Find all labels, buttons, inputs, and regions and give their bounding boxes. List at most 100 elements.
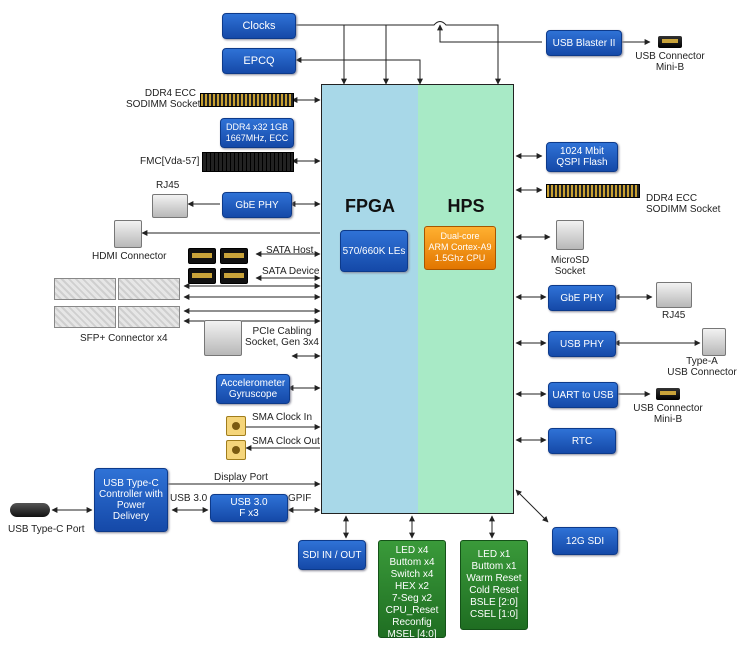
sata-device-image-1: [188, 268, 216, 284]
sma-clock-out-label: SMA Clock Out: [252, 436, 320, 447]
label-line: PCIe Cabling: [252, 326, 312, 337]
usb-mini-b-label-2: USB Connector Mini-B: [630, 403, 706, 425]
label-line: CPU_Reset: [385, 605, 439, 616]
label-line: Delivery: [112, 511, 150, 522]
hps-cpu-box: Dual-core ARM Cortex-A9 1.5Ghz CPU: [424, 226, 496, 270]
usb-type-c-port-label: USB Type-C Port: [8, 524, 85, 535]
label-line: 1667MHz, ECC: [225, 133, 289, 143]
sfp-cage-image-4: [118, 306, 180, 328]
type-a-connector-image: [702, 328, 726, 356]
label-line: Power: [116, 500, 146, 511]
label-line: MSEL [4:0]: [387, 629, 437, 640]
pcie-label: PCIe Cabling Socket, Gen 3x4: [244, 326, 320, 348]
label-line: CSEL [1:0]: [470, 609, 518, 620]
label-line: Controller with: [99, 489, 163, 500]
label-line: QSPI Flash: [556, 157, 608, 168]
label-line: Type-A: [686, 356, 718, 367]
label-line: Mini-B: [653, 414, 683, 425]
fpga-region: [322, 85, 418, 514]
ddr4-socket-right-label: DDR4 ECC SODIMM Socket: [646, 193, 720, 215]
hdmi-label: HDMI Connector: [92, 251, 167, 262]
label-line: Mini-B: [655, 62, 685, 73]
label-line: Accelerometer: [220, 378, 286, 389]
usb-type-c-port-image: [10, 503, 50, 517]
label-line: Buttom x4: [389, 557, 435, 568]
hps-cpu-line: 1.5Ghz CPU: [434, 253, 486, 263]
label-line: USB Connector: [635, 51, 705, 62]
sata-host-image-2: [220, 248, 248, 264]
label-line: USB 3.0: [230, 497, 268, 508]
label-line: USB Type-C: [103, 478, 159, 489]
label-line: LED x4: [395, 545, 429, 556]
sma-clock-out-image: [226, 440, 246, 460]
label-line: DDR4 x32 1GB: [225, 122, 289, 132]
label-line: HEX x2: [395, 581, 429, 592]
sfp-cage-image-3: [54, 306, 116, 328]
label-line: DDR4 ECC: [144, 88, 196, 99]
fpga-les-box: 570/660K LEs: [340, 230, 408, 272]
usb-phy-box: USB PHY: [548, 331, 616, 357]
type-a-label: Type-A USB Connector: [660, 356, 744, 378]
usb-mini-b-label-1: USB Connector Mini-B: [632, 51, 708, 73]
hps-io-box: LED x1 Buttom x1 Warm Reset Cold Reset B…: [460, 540, 528, 630]
rtc-box: RTC: [548, 428, 616, 454]
sata-host-label: SATA Host: [266, 245, 314, 256]
label-line: Socket, Gen 3x4: [245, 337, 319, 348]
microsd-socket-image: [556, 220, 584, 250]
sata-device-image-2: [220, 268, 248, 284]
sfp-cage-image-1: [54, 278, 116, 300]
fmc-label: FMC[Vda-57]: [140, 156, 200, 167]
label-line: USB Connector: [633, 403, 703, 414]
fmc-connector-image: [202, 152, 294, 172]
sata-host-image-1: [188, 248, 216, 264]
ddr4-sodimm-right-image: [546, 184, 640, 198]
label-line: F x3: [239, 508, 259, 519]
hps-cpu-line: ARM Cortex-A9: [428, 242, 492, 252]
microsd-label: MicroSD Socket: [542, 255, 598, 277]
display-port-label: Display Port: [214, 472, 268, 483]
label-line: USB Connector: [667, 367, 737, 378]
sfp-label: SFP+ Connector x4: [80, 333, 168, 344]
gpif-label: GPIF: [288, 493, 312, 504]
label-line: Reconfig: [392, 617, 432, 628]
sdi-12g-box: 12G SDI: [552, 527, 618, 555]
label-line: LED x1: [477, 549, 511, 560]
gbe-phy-right-box: GbE PHY: [548, 285, 616, 311]
hps-title: HPS: [447, 196, 485, 216]
label-line: Warm Reset: [466, 573, 522, 584]
hdmi-connector-image: [114, 220, 142, 248]
label-line: Socket: [554, 266, 586, 277]
label-line: MicroSD: [550, 255, 590, 266]
usb-mini-b-image-1: [658, 36, 682, 48]
rj45-left-image: [152, 194, 188, 218]
ddr4-sodimm-left-image: [200, 93, 294, 107]
hps-cpu-line: Dual-core: [440, 231, 480, 241]
usb-mini-b-image-2: [656, 388, 680, 400]
label-line: 1024 Mbit: [560, 146, 604, 157]
uart-to-usb-box: UART to USB: [548, 382, 618, 408]
label-line: 7-Seg x2: [391, 593, 433, 604]
label-line: DDR4 ECC: [646, 193, 698, 204]
label-line: SODIMM Socket: [126, 99, 201, 110]
epcq-box: EPCQ: [222, 48, 296, 74]
chip-border: [321, 84, 514, 514]
sfp-cage-image-2: [118, 278, 180, 300]
label-line: BSLE [2:0]: [470, 597, 518, 608]
label-line: Buttom x1: [471, 561, 517, 572]
sma-clock-in-label: SMA Clock In: [252, 412, 313, 423]
hps-region: [418, 85, 514, 514]
rj45-right-image: [656, 282, 692, 308]
fpga-title: FPGA: [344, 196, 395, 216]
sata-device-label: SATA Device: [262, 266, 320, 277]
label-line: Gyruscope: [228, 389, 278, 400]
rj45-left-label: RJ45: [156, 180, 180, 191]
gbe-phy-left-box: GbE PHY: [222, 192, 292, 218]
rj45-right-label: RJ45: [662, 310, 686, 321]
usb30-link-label: USB 3.0: [170, 493, 208, 504]
label-line: Switch x4: [390, 569, 434, 580]
